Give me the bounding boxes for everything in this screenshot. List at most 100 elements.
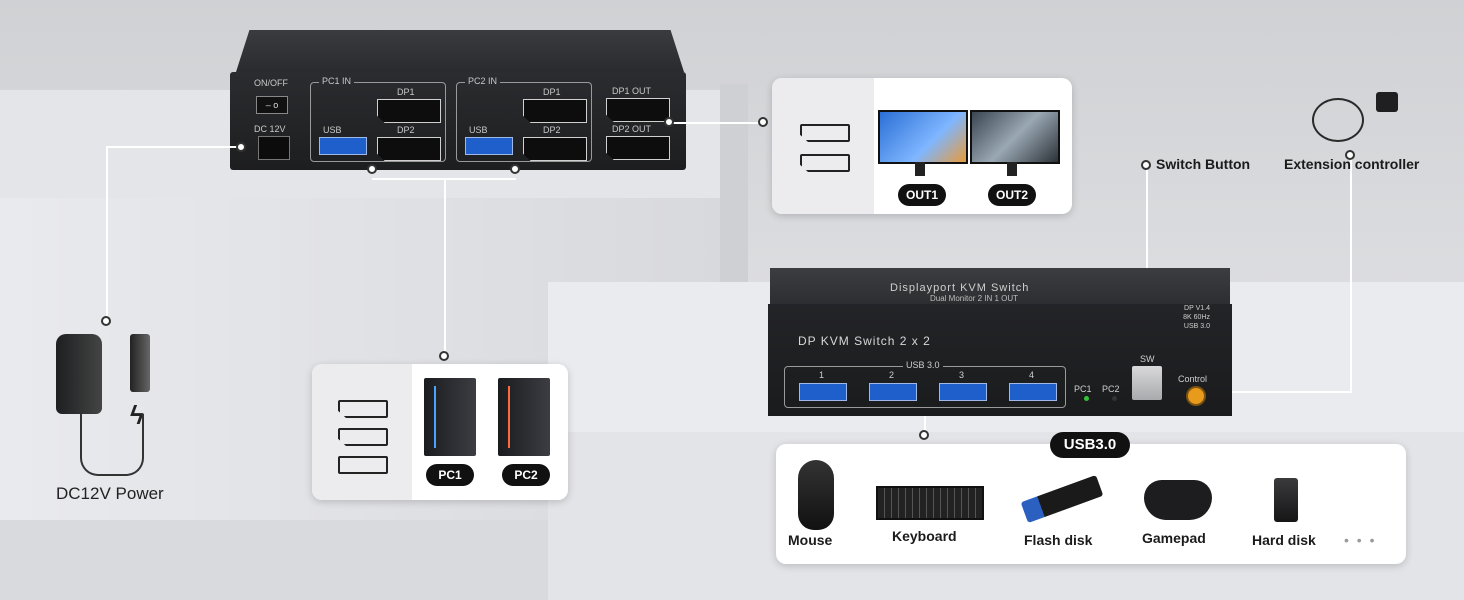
dp1-out-port — [606, 98, 670, 122]
displayport-icon — [338, 400, 388, 418]
extension-controller-icon — [1376, 92, 1398, 112]
pc2-dp2-port — [523, 137, 587, 161]
device-flash-disk: Flash disk — [1024, 532, 1093, 548]
pc2-in-label: PC2 IN — [465, 76, 501, 86]
hard-disk-icon — [1274, 478, 1298, 522]
pc2-led — [508, 386, 510, 448]
ext-dot — [1345, 150, 1355, 160]
switch-button-label: Switch Button — [1156, 156, 1251, 172]
gamepad-icon — [1144, 480, 1212, 520]
on-off-label: ON/OFF — [254, 78, 288, 88]
out-line — [670, 122, 764, 124]
usb-group-label: USB 3.0 — [903, 360, 943, 370]
displayport-icon — [800, 154, 850, 172]
displayport-icon — [800, 124, 850, 142]
dc-12v-label: DC 12V — [254, 124, 286, 134]
outputs-card: OUT1 OUT2 — [772, 78, 1072, 214]
out1-badge: OUT1 — [898, 184, 946, 206]
power-plug-icon — [130, 334, 150, 392]
dc-jack — [258, 136, 290, 160]
device-hard-disk: Hard disk — [1252, 532, 1316, 548]
switch-button[interactable] — [1132, 366, 1162, 400]
monitor-2-stand — [1007, 162, 1017, 176]
pc2-in-group: PC2 IN DP1 USB DP2 — [456, 76, 592, 162]
usb-port-4 — [1009, 383, 1057, 401]
dc-dot-bottom — [101, 316, 111, 326]
power-switch[interactable]: – o — [256, 96, 288, 114]
pc-card-icon-panel — [312, 364, 412, 500]
dp1-out-label: DP1 OUT — [612, 86, 652, 96]
spec-dp: DP V1.4 — [1184, 305, 1210, 312]
dc-power-label: DC12V Power — [56, 484, 164, 503]
dp1-label: DP1 — [397, 87, 415, 97]
dp2-out-port — [606, 136, 670, 160]
monitor-1 — [878, 110, 968, 164]
usb-label: USB — [469, 125, 488, 135]
usb-devices-card: Mouse Keyboard Flash disk Gamepad Hard d… — [776, 444, 1406, 564]
monitor-1-stand — [915, 162, 925, 176]
sw-label: SW — [1140, 354, 1155, 364]
dp2-label: DP2 — [397, 125, 415, 135]
usb3-badge: USB3.0 — [1050, 432, 1130, 458]
kvm-front-top: Displayport KVM Switch Dual Monitor 2 IN… — [770, 268, 1230, 304]
pc1-dp1-port — [377, 99, 441, 123]
ext-line-v — [1350, 156, 1352, 392]
pc2-dp1-port — [523, 99, 587, 123]
pc2-badge: PC2 — [502, 464, 550, 486]
device-gamepad: Gamepad — [1142, 530, 1206, 546]
pc1-led — [434, 386, 436, 448]
port-number-4: 4 — [1029, 370, 1035, 380]
power-cable — [80, 414, 144, 476]
control-port[interactable] — [1186, 386, 1206, 406]
monitor-2 — [970, 110, 1060, 164]
kvm-model: DP KVM Switch 2 x 2 — [798, 334, 931, 348]
extension-controller-label: Extension controller — [1284, 156, 1420, 172]
pc-card: PC1 PC2 — [312, 364, 568, 500]
power-adapter-icon — [56, 334, 102, 414]
dc-line-v — [106, 146, 108, 322]
pc1-indicator-label: PC1 — [1074, 384, 1092, 394]
kvm-subtitle: Dual Monitor 2 IN 1 OUT — [930, 294, 1019, 303]
usb-port-3 — [939, 383, 987, 401]
usb-dot — [919, 430, 929, 440]
dc-dot — [236, 142, 246, 152]
pc1-usb-port — [319, 137, 367, 155]
usb-port-2 — [869, 383, 917, 401]
pc2-indicator-label: PC2 — [1102, 384, 1120, 394]
outputs-card-icon-panel — [772, 78, 874, 214]
device-mouse: Mouse — [788, 532, 833, 548]
spec-list: DP V1.4 8K 60Hz USB 3.0 — [1140, 304, 1210, 331]
usb-group: USB 3.0 1 2 3 4 — [784, 360, 1066, 408]
pc1-dp2-port — [377, 137, 441, 161]
usb-port-icon — [338, 456, 388, 474]
spec-usb: USB 3.0 — [1183, 323, 1210, 330]
out-dot — [664, 117, 674, 127]
out2-badge: OUT2 — [988, 184, 1036, 206]
port-number-3: 3 — [959, 370, 965, 380]
flash-disk-icon — [1020, 474, 1104, 524]
pc-card-dot — [439, 351, 449, 361]
kvm-rear-top — [236, 30, 684, 72]
mouse-icon — [798, 460, 834, 530]
port-number-1: 1 — [819, 370, 825, 380]
floor — [0, 520, 548, 600]
displayport-icon — [338, 428, 388, 446]
pc-line-v — [444, 178, 446, 356]
dc-line-h — [106, 146, 242, 148]
dp2-out-label: DP2 OUT — [612, 124, 652, 134]
device-keyboard: Keyboard — [892, 528, 957, 544]
pc1-led-indicator — [1084, 396, 1089, 401]
pc2-dot — [510, 164, 520, 174]
pc1-badge: PC1 — [426, 464, 474, 486]
pc1-in-label: PC1 IN — [319, 76, 355, 86]
dp1-label: DP1 — [543, 87, 561, 97]
more-devices: • • • — [1344, 532, 1377, 548]
switch-dot — [1141, 160, 1151, 170]
ext-line-h — [1194, 391, 1352, 393]
extension-cable-icon — [1312, 98, 1364, 142]
kvm-front-panel: DP KVM Switch 2 x 2 DP V1.4 8K 60Hz USB … — [768, 304, 1232, 416]
dp2-label: DP2 — [543, 125, 561, 135]
port-number-2: 2 — [889, 370, 895, 380]
kvm-rear-panel: ON/OFF – o DC 12V PC1 IN DP1 USB DP2 PC2… — [230, 72, 686, 170]
spec-8k: 8K 60Hz — [1183, 314, 1210, 321]
